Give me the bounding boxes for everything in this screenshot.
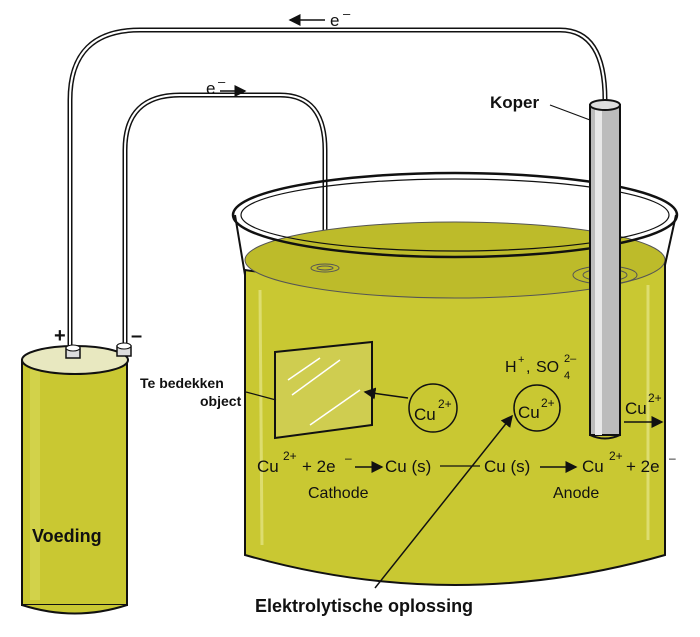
electrolyte-pointer [374,414,513,589]
so4-sub: 4 [564,370,570,382]
cathode-object [274,340,373,440]
te-bedekken-label: Te bedekken [140,375,224,391]
h-plus-label: H [505,359,517,376]
anode-label: Anode [553,485,599,502]
cu-ion-left-label: Cu [414,405,436,424]
cathode-reaction-charge: 2+ [283,449,297,463]
beaker [231,171,679,586]
cu-ion-left [408,383,458,433]
cathode-reaction-cu: Cu [257,457,279,476]
object-label: object [200,393,242,409]
anode-ion-label: Cu [625,399,647,418]
minus-terminal-label: – [131,325,142,347]
so4-label: SO [536,359,559,376]
voeding-label: Voeding [32,526,102,546]
object-pointer [245,391,277,401]
anode-product-cu: Cu [582,457,604,476]
koper-pointer [549,104,591,121]
h-plus-sup: + [518,354,524,366]
koper-label: Koper [490,93,540,112]
comma: , [526,359,530,376]
electron-inner-charge: – [218,74,226,89]
plus-terminal-label: + [54,325,66,347]
cu-ion-center-charge: 2+ [541,396,555,410]
anode-eminus: – [669,451,676,465]
anode-ion-charge: 2+ [648,391,662,405]
cu-ion-left-arrow [363,387,409,400]
electron-label-top: e [330,11,339,30]
cu-ion-left-charge: 2+ [438,397,452,411]
anode-product-charge: 2+ [609,449,623,463]
cathode-reaction-eminus: – [345,451,352,465]
cu-ion-center [513,384,561,432]
cathode-reaction-rest: + 2e [302,457,336,476]
copper-rod [589,99,621,440]
electron-top-charge: – [343,6,351,21]
anode-reactant: Cu (s) [484,457,530,476]
cathode-product: Cu (s) [385,457,431,476]
anode-product-rest: + 2e [626,457,660,476]
cu-ion-center-label: Cu [518,403,540,422]
electron-label-inner: e [206,79,215,98]
cathode-label: Cathode [308,485,369,502]
so4-sup: 2– [564,353,577,365]
electrolyte-label: Elektrolytische oplossing [255,596,473,616]
power-supply [21,342,132,615]
